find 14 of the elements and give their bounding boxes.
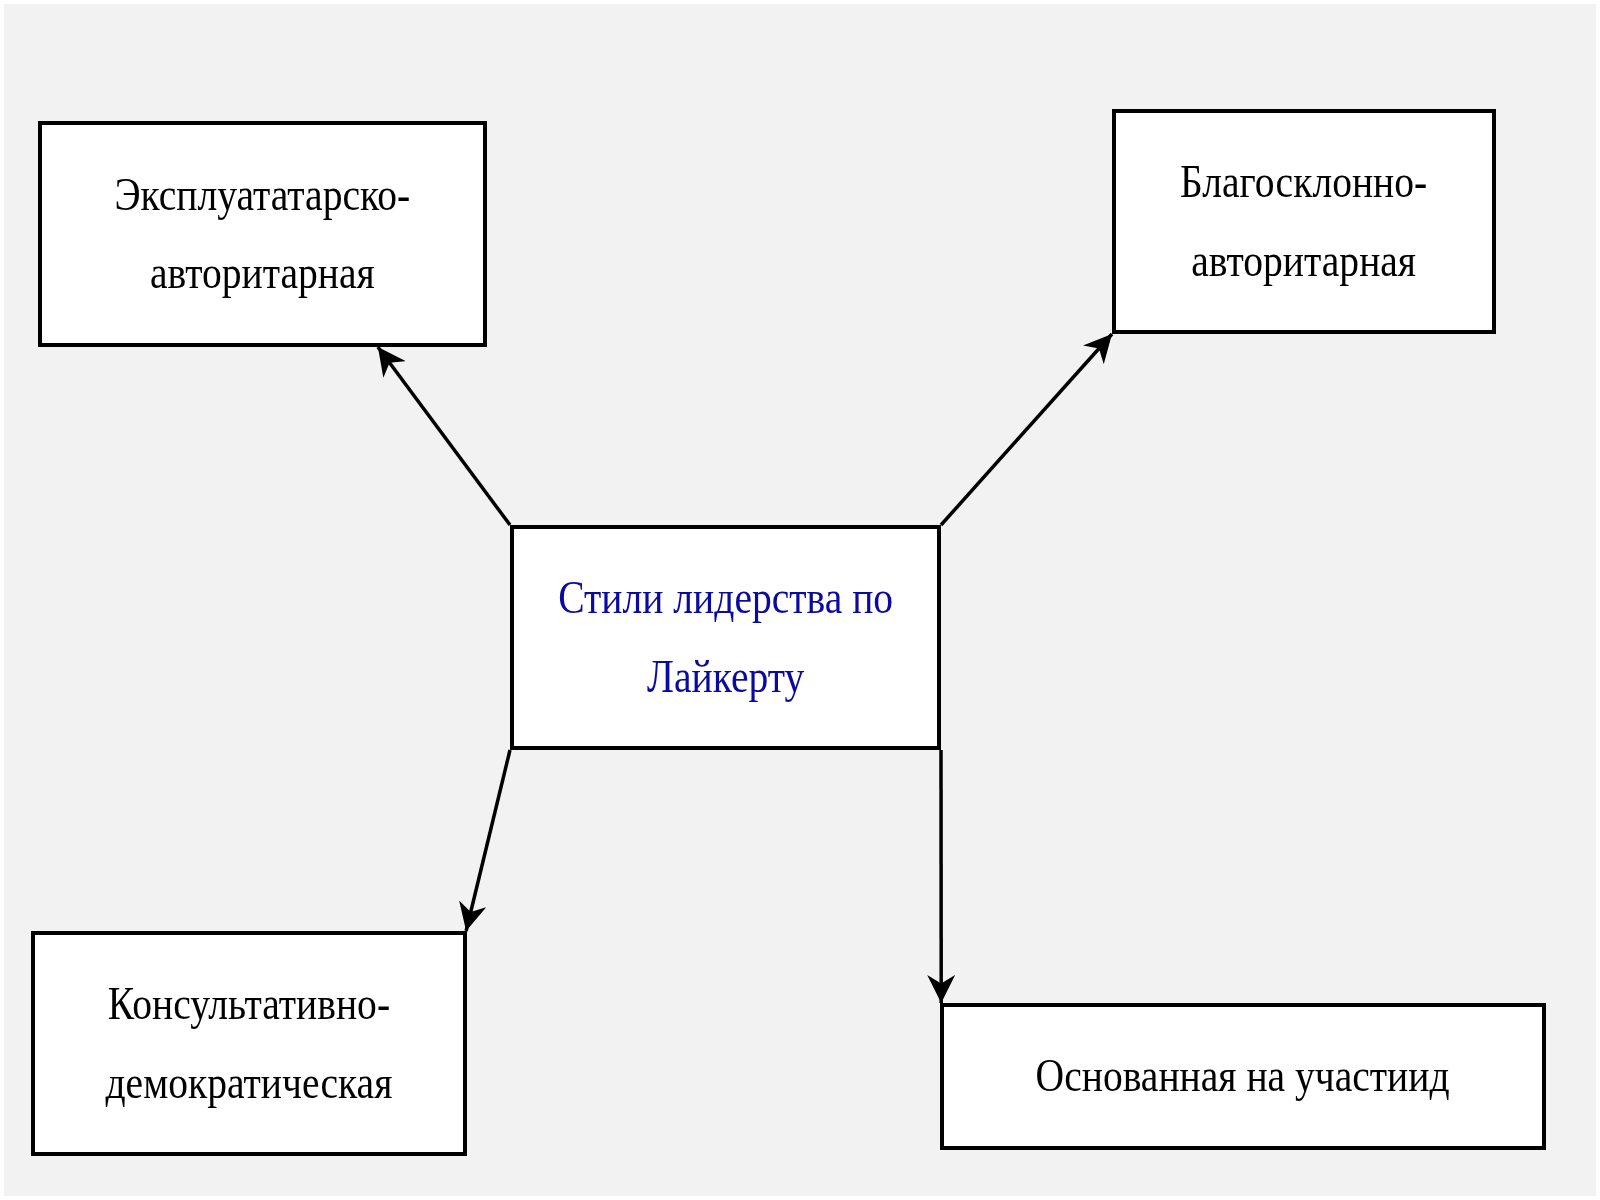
process-box: [510, 525, 941, 750]
box-label: Консультативно-демократическая: [104, 977, 394, 1110]
process-box: [1112, 109, 1496, 334]
box-label: Эксплуататарско-авторитарная: [113, 167, 412, 300]
arrow: [939, 332, 1114, 527]
process-box: [38, 121, 487, 347]
box-label: Благосклонно-авторитарная: [1179, 155, 1429, 288]
box-label: Основанная на участиид: [1035, 1049, 1451, 1104]
process-box: [940, 1003, 1546, 1150]
arrow: [459, 749, 512, 932]
arrow: [927, 750, 956, 1003]
box-label: Стили лидерства по Лайкерту: [557, 571, 894, 704]
arrow: [376, 345, 512, 527]
process-box: [31, 931, 467, 1156]
